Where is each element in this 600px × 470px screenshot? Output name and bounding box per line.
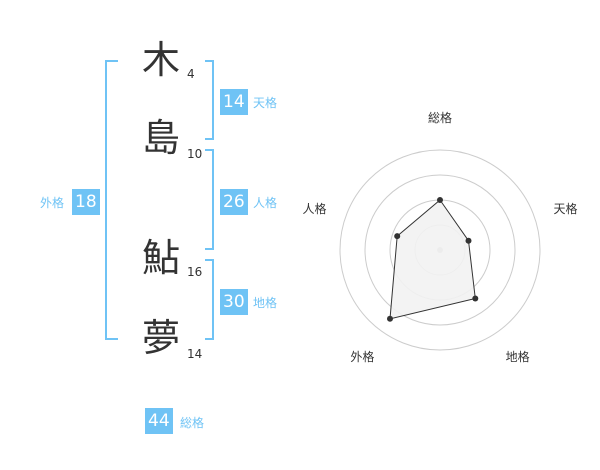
radar-point-2 bbox=[465, 237, 472, 244]
jinkaku-bracket bbox=[205, 149, 214, 250]
gaikaku-bracket bbox=[105, 60, 118, 340]
radar-axis-label-5: 人格 bbox=[302, 201, 326, 216]
radar-point-4 bbox=[387, 315, 393, 322]
radar-polygon bbox=[389, 199, 476, 320]
stroke-count-2: 10 bbox=[187, 147, 203, 161]
radar-axis-label-3: 地格 bbox=[506, 349, 530, 364]
name-char-4: 夢 bbox=[141, 316, 180, 360]
stroke-count-1: 4 bbox=[187, 67, 195, 81]
chikaku-bracket bbox=[205, 259, 214, 340]
name-char-2: 島 bbox=[141, 116, 180, 160]
gaikaku-value: 18 bbox=[72, 189, 100, 215]
tenkaku-bracket bbox=[205, 60, 214, 140]
gaikaku-label: 外格 bbox=[40, 196, 65, 210]
jinkaku-label: 人格 bbox=[253, 196, 278, 210]
radar-point-1 bbox=[437, 197, 443, 203]
name-char-3: 鮎 bbox=[141, 236, 180, 280]
radar-grid-ring-4 bbox=[339, 149, 541, 351]
tenkaku-value: 14 bbox=[220, 89, 248, 115]
radar-axis-label-1: 総格 bbox=[428, 110, 452, 125]
radar-axis-label-4: 外格 bbox=[350, 349, 374, 364]
radar-grid-ring-3 bbox=[364, 174, 516, 326]
stroke-count-4: 14 bbox=[187, 347, 203, 361]
soukaku-label: 総格 bbox=[180, 416, 205, 430]
chikaku-value: 30 bbox=[220, 289, 248, 315]
radar-point-5 bbox=[394, 233, 401, 240]
stroke-count-3: 16 bbox=[187, 265, 203, 279]
radar-point-3 bbox=[472, 295, 479, 302]
jinkaku-value: 26 bbox=[220, 189, 248, 215]
tenkaku-label: 天格 bbox=[253, 96, 278, 110]
name-char-1: 木 bbox=[141, 38, 180, 82]
radar-axis-label-2: 天格 bbox=[553, 201, 577, 216]
soukaku-value: 44 bbox=[145, 408, 173, 434]
chikaku-label: 地格 bbox=[253, 296, 278, 310]
